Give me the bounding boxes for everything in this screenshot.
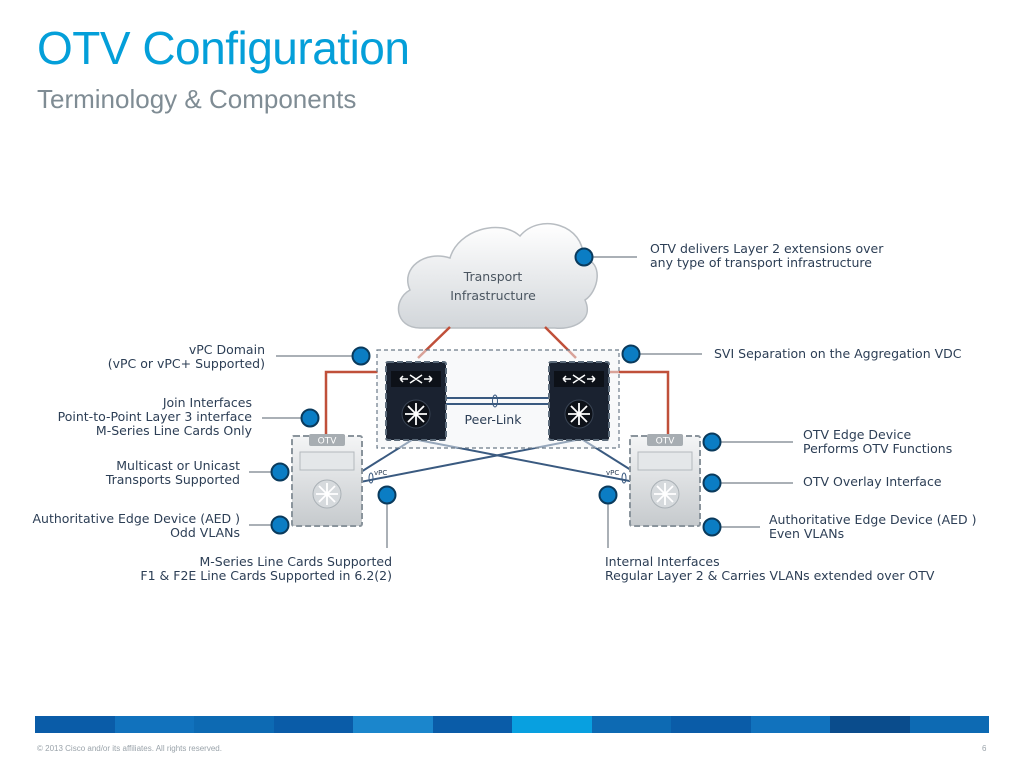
- footer-bar-segment: [671, 716, 751, 733]
- callout-dot-vpc-domain: [351, 346, 371, 366]
- callout-dot-join: [300, 408, 320, 428]
- cloud-label-line1: Transport: [463, 269, 523, 284]
- vpc-tag-left: vPC: [368, 469, 387, 484]
- footer-bar-segment: [432, 716, 512, 733]
- footer-bar-segment: [909, 716, 989, 733]
- footer-bar-segment: [750, 716, 830, 733]
- cloud-label-line2: Infrastructure: [450, 288, 536, 303]
- callout-dot-edge: [702, 432, 722, 452]
- peer-link: Peer-Link: [446, 394, 549, 427]
- callout-dot-transport: [574, 247, 594, 267]
- callout-overlay: OTV Overlay Interface: [803, 474, 942, 489]
- slide-subtitle: Terminology & Components: [37, 84, 357, 114]
- slide-title: OTV Configuration: [37, 22, 410, 74]
- footer-bar-segment: [114, 716, 194, 733]
- svg-text:vPC: vPC: [374, 469, 387, 477]
- callout-dot-multicast: [270, 462, 290, 482]
- otv-tag-right: OTV: [656, 437, 676, 447]
- svg-text:vPC: vPC: [606, 469, 619, 477]
- callout-dot-mseries: [377, 485, 397, 505]
- callout-dots: [270, 247, 722, 537]
- transport-cloud: Transport Infrastructure: [397, 222, 598, 330]
- callout-leader-lines: [249, 256, 793, 548]
- footer-bar-segment: [591, 716, 671, 733]
- peer-link-label: Peer-Link: [465, 412, 523, 427]
- otv-edge-device-right: OTV: [629, 434, 701, 527]
- otv-edge-device-left: OTV: [291, 434, 363, 527]
- page-number: 6: [982, 744, 987, 753]
- callout-dot-aed-even: [702, 517, 722, 537]
- callout-dot-internal: [598, 485, 618, 505]
- copyright: © 2013 Cisco and/or its affiliates. All …: [37, 744, 222, 753]
- footer-bar-segment: [512, 716, 592, 733]
- otv-tag-left: OTV: [318, 437, 338, 447]
- callout-dot-svi: [621, 344, 641, 364]
- callout-aed-even: Authoritative Edge Device (AED )Even VLA…: [769, 512, 977, 541]
- footer-bar-segment: [35, 716, 115, 733]
- callout-vpc-domain: vPC Domain(vPC or vPC+ Supported): [107, 342, 265, 371]
- footer-bar-segment: [353, 716, 433, 733]
- aggregation-switch-right: [548, 361, 610, 441]
- callout-dot-aed-odd: [270, 515, 290, 535]
- callout-dot-overlay: [702, 473, 722, 493]
- aggregation-switch-left: [385, 361, 447, 441]
- callout-svi: SVI Separation on the Aggregation VDC: [714, 346, 962, 361]
- footer-bar-segment: [830, 716, 910, 733]
- vpc-tag-right: vPC: [606, 469, 627, 484]
- footer-bar-segment: [273, 716, 353, 733]
- footer-bar: [35, 716, 989, 733]
- footer-bar-segment: [194, 716, 274, 733]
- callout-aed-odd: Authoritative Edge Device (AED )Odd VLAN…: [32, 511, 240, 540]
